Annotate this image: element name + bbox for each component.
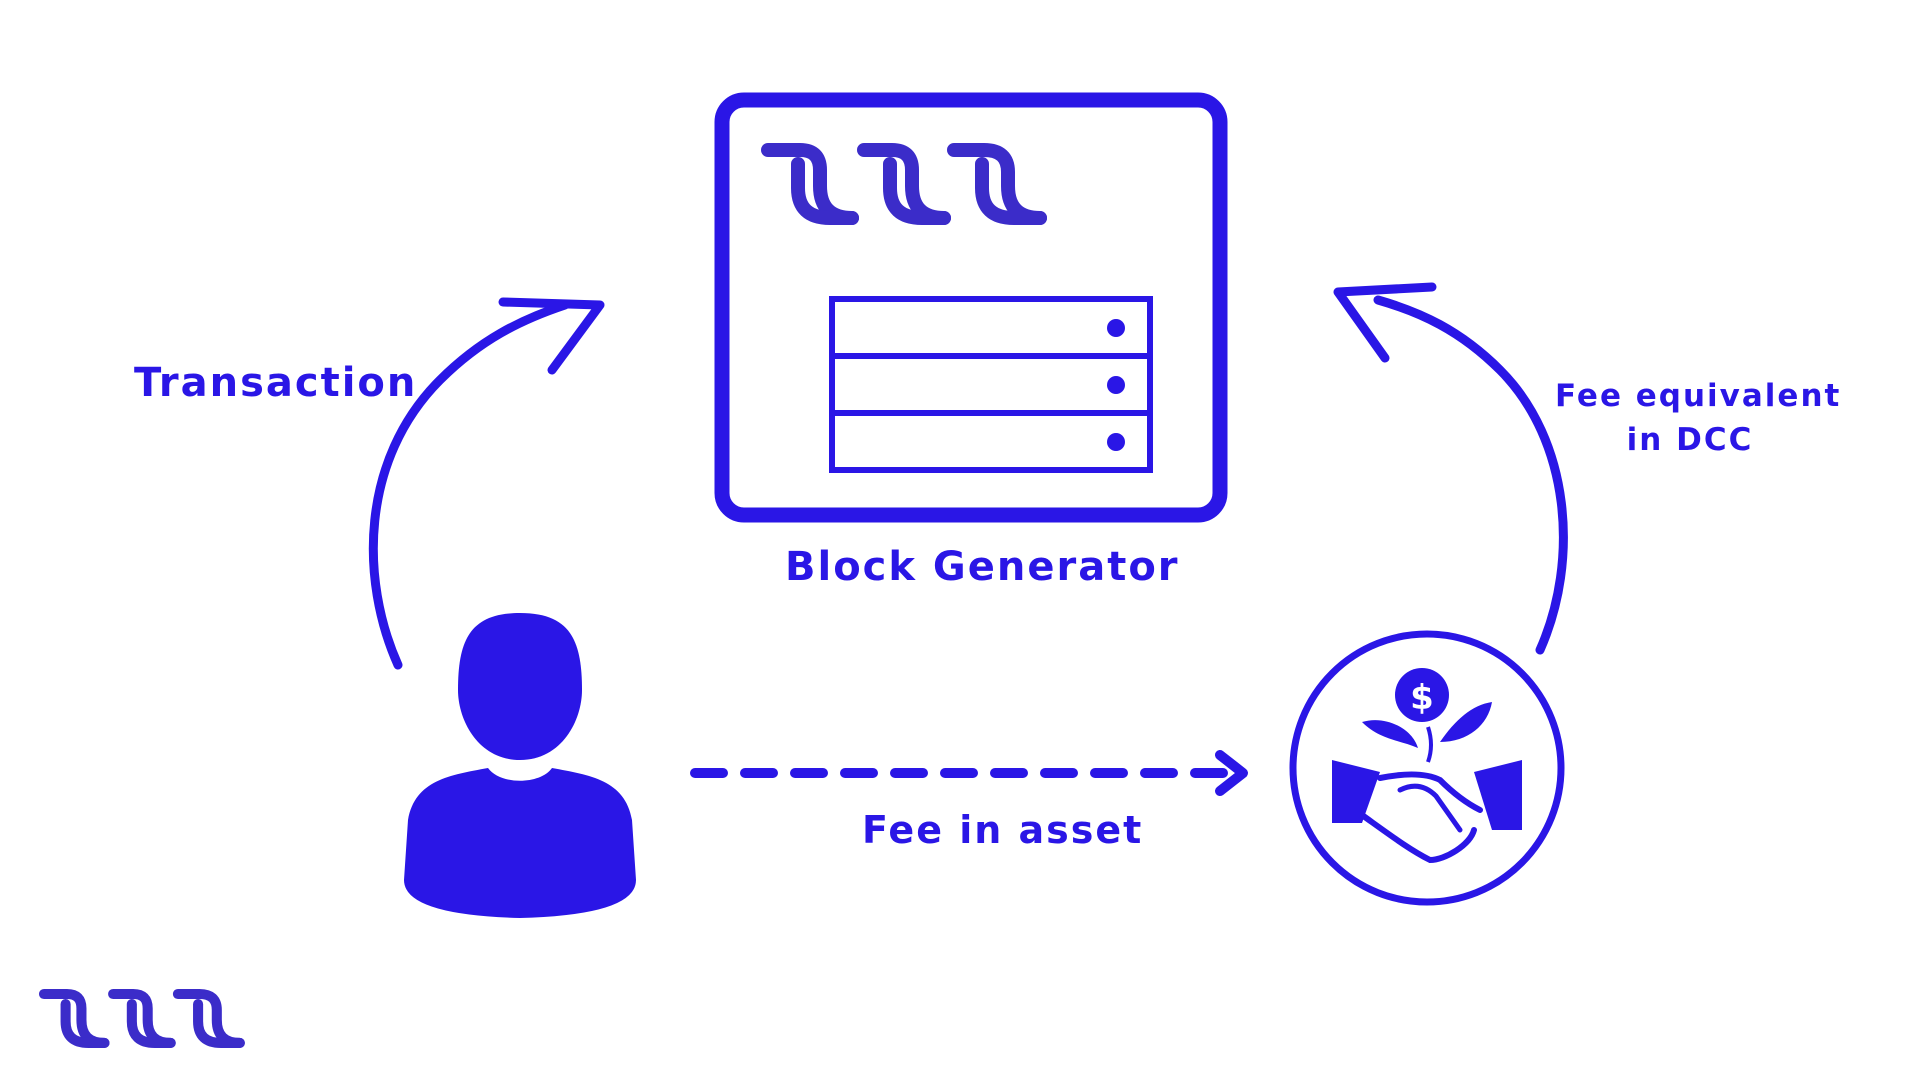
handshake-money-plant-icon: $ (1289, 630, 1565, 906)
dcc-logo-icon (38, 988, 245, 1048)
transaction-label: Transaction (134, 360, 418, 406)
user-silhouette-icon (404, 613, 636, 918)
fee-in-asset-arrow (690, 750, 1248, 796)
transaction-arrow (368, 297, 605, 670)
block-generator-window (714, 92, 1228, 523)
fee-in-asset-label: Fee in asset (862, 808, 1144, 852)
fee-equivalent-arrow (1333, 282, 1568, 655)
fee-equivalent-label: Fee equivalent in DCC (1555, 374, 1842, 462)
server-rack-icon (829, 296, 1153, 473)
block-generator-label: Block Generator (785, 544, 1180, 590)
fee-equivalent-line-2: in DCC (1626, 422, 1754, 458)
fee-equivalent-line-1: Fee equivalent (1555, 378, 1842, 414)
dcc-logo-icon (761, 143, 1047, 225)
svg-text:$: $ (1410, 678, 1434, 718)
